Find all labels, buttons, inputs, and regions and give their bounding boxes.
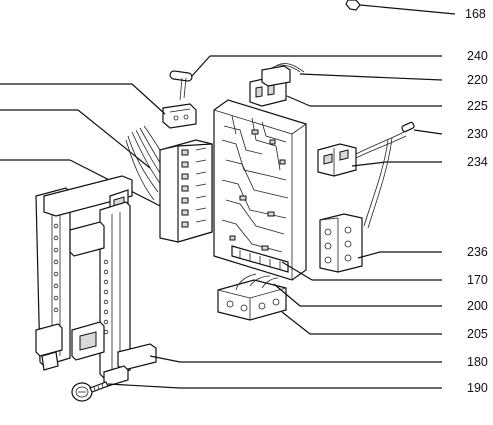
label-240: 240 bbox=[467, 49, 488, 63]
label-200: 200 bbox=[467, 299, 488, 313]
part-190-screw bbox=[71, 381, 442, 402]
label-220: 220 bbox=[467, 73, 488, 87]
label-168: 168 bbox=[465, 7, 486, 21]
part-168-clip bbox=[345, 0, 456, 15]
part-230-234-connector bbox=[317, 121, 443, 229]
part-220-225-plug bbox=[249, 63, 443, 107]
label-190: 190 bbox=[467, 381, 488, 395]
wiring-terminal-block bbox=[125, 125, 213, 243]
part-170-circuit-board bbox=[213, 99, 442, 281]
part-180-mounting-frame bbox=[35, 175, 442, 387]
frame-holes bbox=[53, 223, 109, 335]
part-200-205-terminal-block bbox=[217, 273, 442, 335]
label-170: 170 bbox=[467, 273, 488, 287]
label-234: 234 bbox=[467, 155, 488, 169]
label-205: 205 bbox=[467, 327, 488, 341]
label-225: 225 bbox=[467, 99, 488, 113]
label-180: 180 bbox=[467, 355, 488, 369]
label-236: 236 bbox=[467, 245, 488, 259]
terminal-pins bbox=[181, 147, 207, 228]
part-236-block-connector bbox=[319, 213, 442, 273]
part-240-resistor bbox=[162, 55, 442, 129]
part-labels: 168 240 220 225 230 234 236 170 200 205 … bbox=[465, 7, 488, 395]
label-230: 230 bbox=[467, 127, 488, 141]
